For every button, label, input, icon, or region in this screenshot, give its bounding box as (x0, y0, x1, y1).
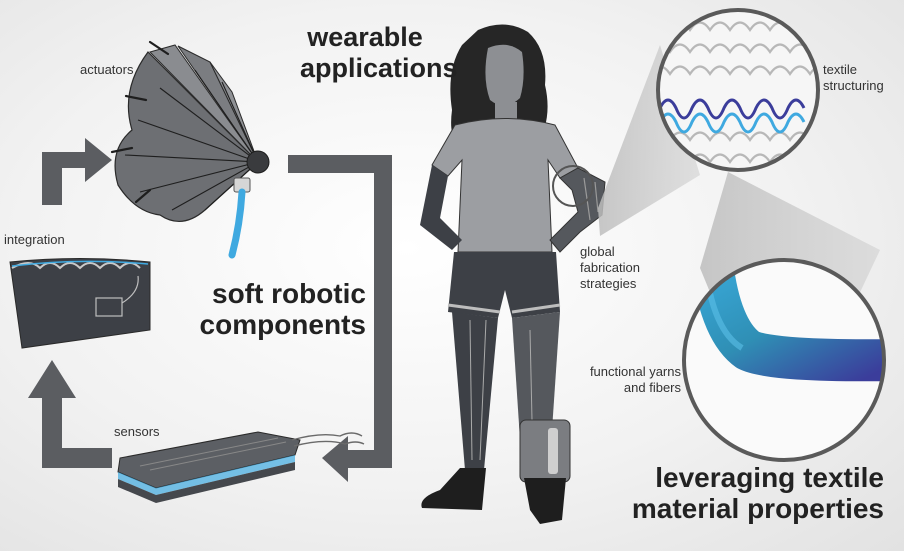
yarn-zoom-icon (682, 258, 886, 462)
actuator-fan-icon (110, 40, 270, 259)
textile-patch-icon (9, 258, 151, 349)
wearable-applications-heading: wearable applications (300, 22, 458, 83)
functional-yarns-label: functional yarns and fibers (589, 364, 681, 395)
sensor-stack-icon (117, 431, 365, 503)
figure-silhouette-icon (420, 24, 606, 524)
global-fabrication-label: global fabrication strategies (580, 244, 640, 291)
leveraging-textile-heading: leveraging textile material properties (631, 462, 884, 524)
textile-structuring-label: textile structuring (823, 62, 884, 93)
integration-label: integration (4, 232, 65, 247)
actuators-label: actuators (80, 62, 134, 77)
cycle-arrow-icon (28, 138, 392, 482)
sensors-label: sensors (114, 424, 160, 439)
soft-robotic-components-heading: soft robotic components (199, 278, 366, 340)
